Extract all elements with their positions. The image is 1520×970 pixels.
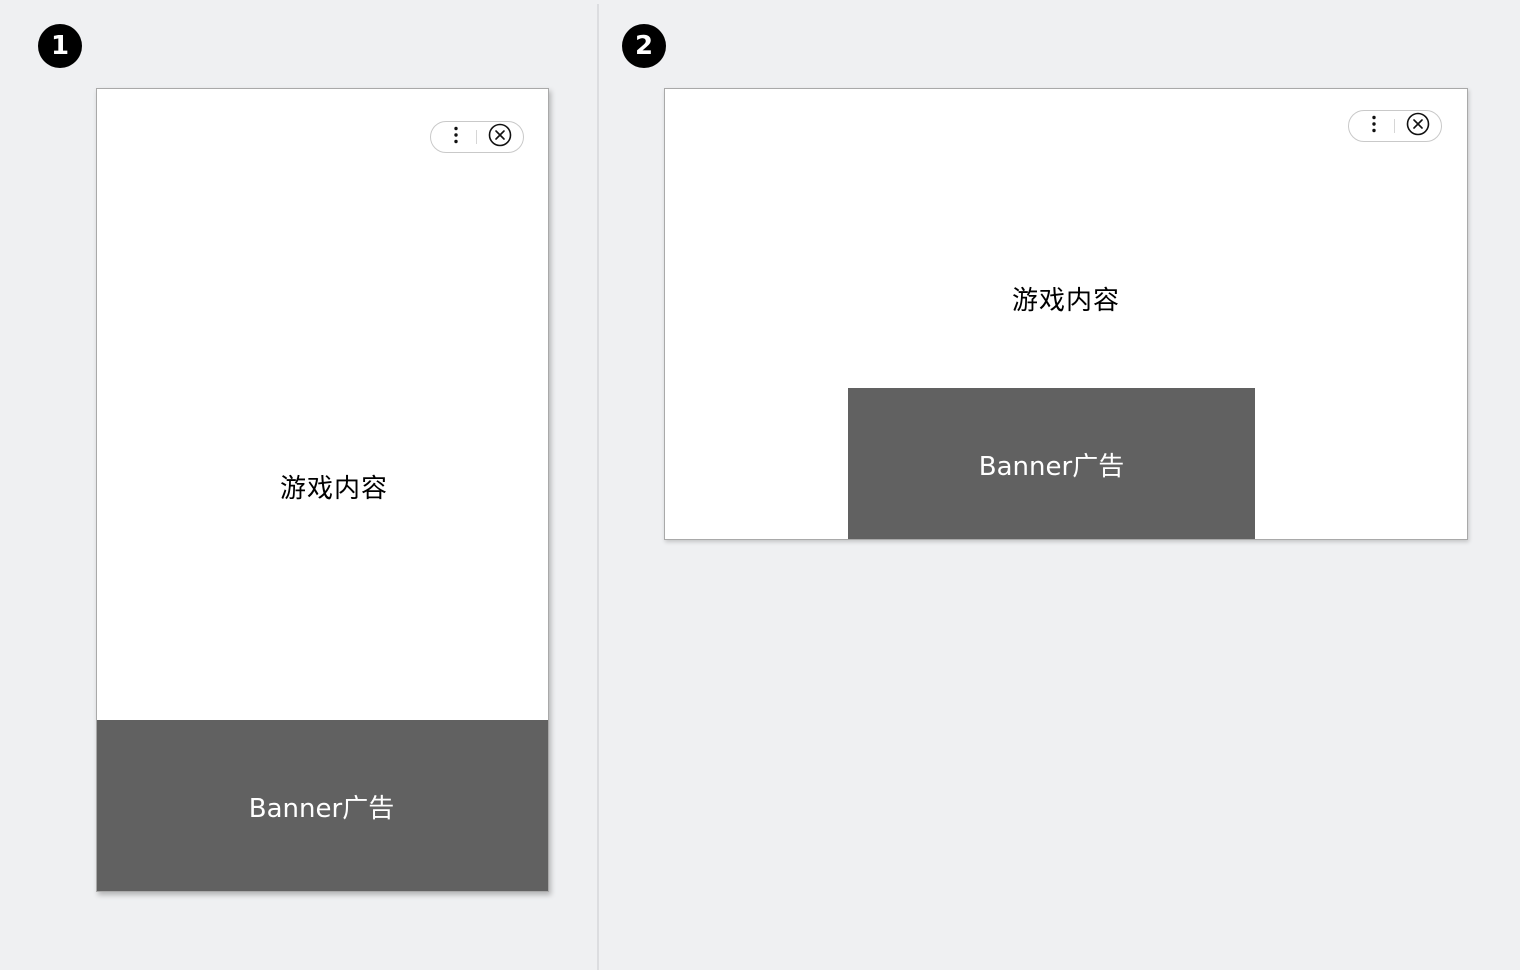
close-button[interactable] (1405, 112, 1431, 140)
menu-capsule (430, 121, 524, 153)
more-vertical-icon (1371, 115, 1377, 137)
banner-ad-label: Banner广告 (248, 794, 395, 824)
banner-ad[interactable]: Banner广告 (848, 388, 1255, 539)
step-number-badge: 1 (38, 24, 82, 68)
game-content-label: 游戏内容 (280, 474, 389, 504)
step-number-badge: 2 (622, 24, 666, 68)
menu-capsule (1348, 110, 1442, 142)
close-circle-icon (1406, 112, 1430, 140)
banner-ad-label: Banner广告 (978, 451, 1125, 482)
banner-ad[interactable]: Banner广告 (97, 720, 548, 891)
capsule-separator (1394, 119, 1395, 133)
close-button[interactable] (487, 123, 513, 151)
close-circle-icon (488, 123, 512, 151)
capsule-separator (476, 130, 477, 144)
phone-screen-portrait: 游戏内容 Banner广告 (96, 88, 549, 892)
more-button[interactable] (441, 122, 471, 152)
more-button[interactable] (1359, 111, 1389, 141)
game-content-label: 游戏内容 (1012, 286, 1121, 316)
more-vertical-icon (453, 126, 459, 148)
section-divider (597, 4, 599, 970)
phone-screen-landscape: 游戏内容 Banner广告 (664, 88, 1468, 540)
